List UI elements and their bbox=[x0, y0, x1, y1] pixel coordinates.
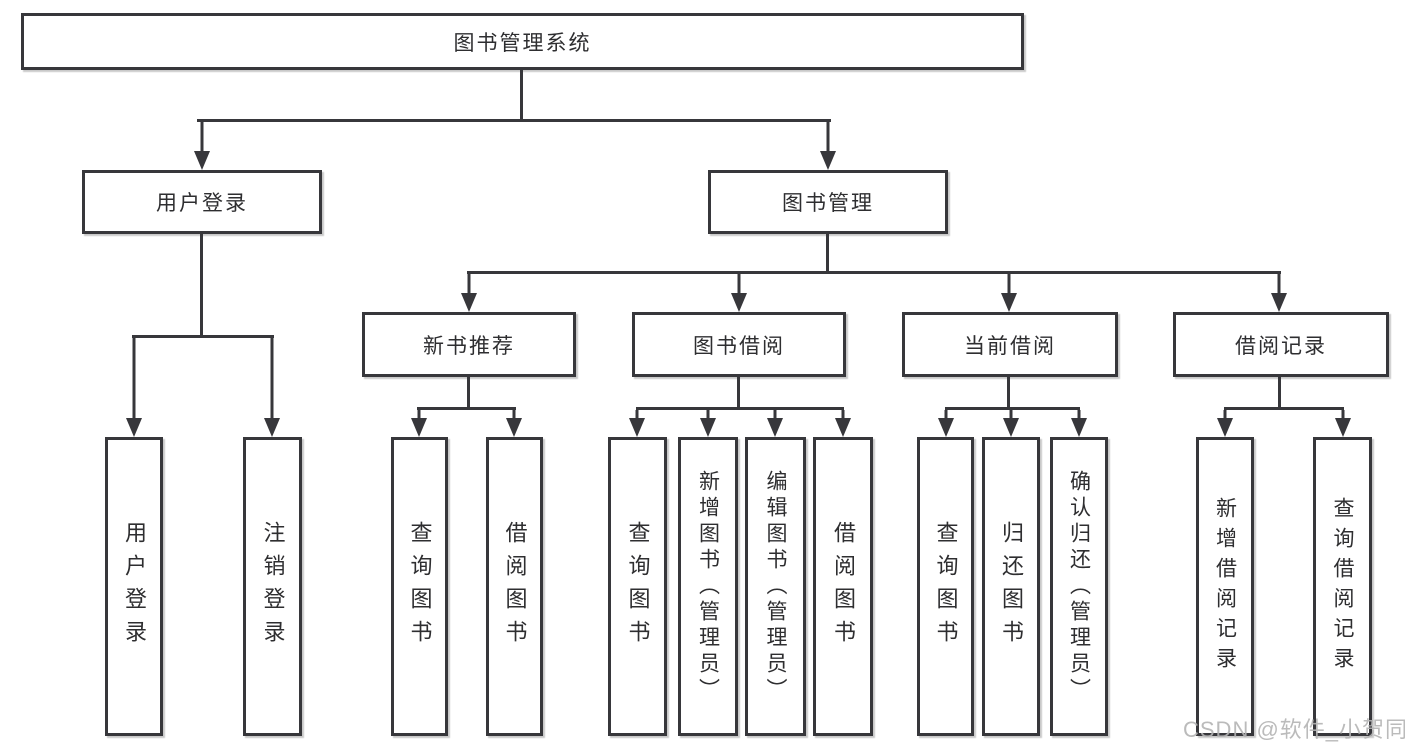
connector-line bbox=[1278, 377, 1281, 410]
node-new-book-recommendation: 新书推荐 bbox=[362, 312, 576, 377]
leaf-add-books-admin: 新增图书（管理员） bbox=[678, 437, 738, 736]
connector-arrow-down-icon bbox=[731, 274, 747, 312]
connector-arrow-down-icon bbox=[461, 274, 477, 312]
node-book-borrowing-label: 图书借阅 bbox=[693, 334, 785, 358]
connector-arrow-down-icon bbox=[264, 338, 280, 437]
leaf-user-login-label: 用户登录 bbox=[122, 520, 147, 653]
leaf-query-books-current-label: 查询图书 bbox=[933, 520, 959, 653]
leaf-add-books-admin-label: 新增图书（管理员） bbox=[696, 469, 720, 704]
node-new-book-recommendation-label: 新书推荐 bbox=[423, 334, 515, 358]
leaf-borrow-books-borrowing: 借阅图书 bbox=[813, 437, 873, 736]
leaf-return-books: 归还图书 bbox=[982, 437, 1040, 736]
leaf-query-books-newbook-label: 查询图书 bbox=[407, 520, 433, 653]
connector-arrow-down-icon bbox=[629, 410, 645, 437]
leaf-confirm-return-admin: 确认归还（管理员） bbox=[1050, 437, 1108, 736]
leaf-query-books-newbook: 查询图书 bbox=[391, 437, 448, 736]
leaf-user-login: 用户登录 bbox=[105, 437, 163, 736]
connector-arrow-down-icon bbox=[1335, 410, 1351, 437]
node-user-login: 用户登录 bbox=[82, 170, 322, 234]
connector-arrow-down-icon bbox=[411, 410, 427, 437]
leaf-logout-login: 注销登录 bbox=[243, 437, 302, 736]
connector-arrow-down-icon bbox=[820, 122, 836, 170]
connector-arrow-down-icon bbox=[1071, 410, 1087, 437]
leaf-edit-books-admin-label: 编辑图书（管理员） bbox=[764, 469, 787, 704]
leaf-query-books-current: 查询图书 bbox=[917, 437, 974, 736]
connector-line bbox=[1224, 407, 1344, 410]
connector-line bbox=[945, 407, 1080, 410]
connector-arrow-down-icon bbox=[1003, 410, 1019, 437]
node-borrowing-records: 借阅记录 bbox=[1173, 312, 1389, 377]
leaf-add-borrow-record: 新增借阅记录 bbox=[1196, 437, 1254, 736]
connector-arrow-down-icon bbox=[835, 410, 851, 437]
leaf-confirm-return-admin-label: 确认归还（管理员） bbox=[1067, 469, 1091, 704]
connector-arrow-down-icon bbox=[506, 410, 522, 437]
connector-arrow-down-icon bbox=[1217, 410, 1233, 437]
connector-line bbox=[737, 377, 740, 410]
connector-arrow-down-icon bbox=[700, 410, 716, 437]
connector-line bbox=[1007, 377, 1010, 410]
node-borrowing-records-label: 借阅记录 bbox=[1235, 334, 1327, 358]
leaf-query-books-borrowing-label: 查询图书 bbox=[625, 520, 651, 653]
connector-line bbox=[200, 234, 203, 338]
leaf-add-borrow-record-label: 新增借阅记录 bbox=[1213, 496, 1237, 677]
connector-line bbox=[467, 377, 470, 410]
connector-arrow-down-icon bbox=[194, 122, 210, 170]
leaf-edit-books-admin: 编辑图书（管理员） bbox=[745, 437, 806, 736]
leaf-logout-login-label: 注销登录 bbox=[260, 520, 286, 653]
node-book-management-label: 图书管理 bbox=[782, 192, 874, 215]
connector-line bbox=[197, 119, 831, 122]
node-user-login-label: 用户登录 bbox=[156, 192, 248, 215]
connector-line bbox=[826, 234, 829, 274]
connector-arrow-down-icon bbox=[767, 410, 783, 437]
leaf-borrow-books-newbook-label: 借阅图书 bbox=[502, 520, 528, 653]
node-current-borrowing: 当前借阅 bbox=[902, 312, 1118, 377]
node-root-label: 图书管理系统 bbox=[453, 31, 592, 55]
connector-arrow-down-icon bbox=[1271, 274, 1287, 312]
leaf-query-books-borrowing: 查询图书 bbox=[608, 437, 667, 736]
connector-arrow-down-icon bbox=[1001, 274, 1017, 312]
connector-arrow-down-icon bbox=[126, 338, 142, 437]
leaf-return-books-label: 归还图书 bbox=[999, 520, 1024, 653]
connector-line bbox=[467, 271, 1281, 274]
connector-line bbox=[132, 335, 274, 338]
node-root: 图书管理系统 bbox=[21, 13, 1024, 70]
leaf-query-borrow-record: 查询借阅记录 bbox=[1313, 437, 1372, 736]
node-current-borrowing-label: 当前借阅 bbox=[964, 334, 1056, 358]
connector-line bbox=[520, 70, 523, 122]
node-book-management: 图书管理 bbox=[708, 170, 948, 234]
leaf-borrow-books-borrowing-label: 借阅图书 bbox=[831, 520, 856, 653]
node-book-borrowing: 图书借阅 bbox=[632, 312, 846, 377]
leaf-query-borrow-record-label: 查询借阅记录 bbox=[1331, 496, 1354, 677]
connector-line bbox=[417, 407, 516, 410]
connector-arrow-down-icon bbox=[938, 410, 954, 437]
leaf-borrow-books-newbook: 借阅图书 bbox=[486, 437, 543, 736]
connector-line bbox=[636, 407, 844, 410]
